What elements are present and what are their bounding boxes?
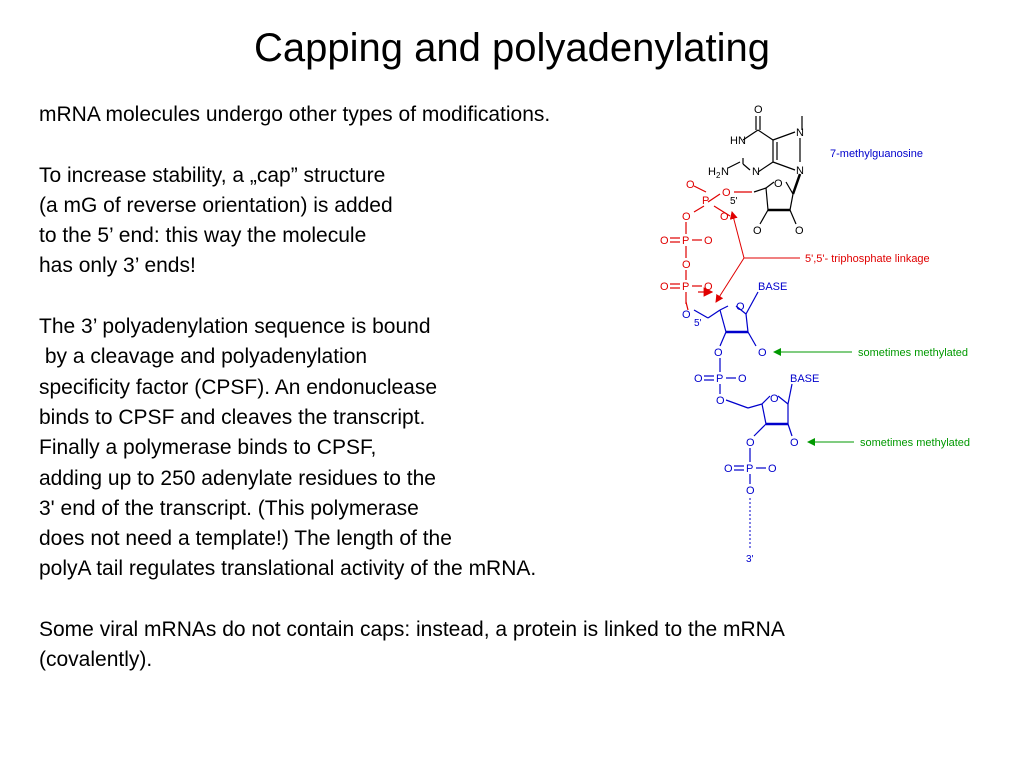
label-triphosphate-linkage: 5',5'- triphosphate linkage [805,253,930,265]
label-sometimes-methylated-2: sometimes methylated [860,437,970,449]
atom-label: O [660,281,669,293]
atom-label: O [714,347,723,359]
paragraph-gap [39,585,979,615]
atom-label: O [746,485,755,497]
five-prime-label: 5' [730,196,738,207]
red-to-blue-bond [685,301,689,311]
glycosidic-bond [791,173,802,195]
atom-label: O [716,395,725,407]
atom-label: O [720,211,729,223]
text-line: mRNA molecules undergo other types of mo… [39,103,551,126]
atom-label: P [702,195,709,207]
atom-label: O [768,463,777,475]
atom-label: O [682,259,691,271]
base-label: BASE [758,281,787,293]
atom-label: O [753,225,762,237]
atom-label: O [795,225,804,237]
five-prime-label: 5' [694,318,702,329]
linkage-pointer [715,211,800,303]
triphosphate-bridge [670,185,752,304]
text-line: has only 3’ ends! [39,254,196,278]
atom-label: P [682,235,689,247]
atom-label: N [752,166,760,178]
paragraph-intro: mRNA molecules undergo other types of mo… [39,100,979,130]
atom-label: O [774,178,783,190]
red-bond-to-o [713,205,731,217]
atom-label: O [694,373,703,385]
text-line: specificity factor (CPSF). An endonuclea… [39,375,438,399]
atom-label: O [682,211,691,223]
atom-label: O [758,347,767,359]
atom-label: O [790,437,799,449]
atom-label: P [716,373,723,385]
paragraph-polyadenylation: The 3’ polyadenylation sequence is bound… [39,312,979,585]
paragraph-viral: Some viral mRNAs do not contain caps: in… [39,615,979,676]
text-line: The 3’ polyadenylation sequence is bound [39,315,431,339]
paragraph-capping: To increase stability, a „cap” structure… [39,161,979,282]
text-line: 3' end of the transcript. (This polymera… [39,496,419,520]
atom-label: P [746,463,753,475]
atom-label: N [796,127,804,139]
nucleotide-1 [693,291,759,347]
atom-label: HN [730,135,746,147]
atom-label: N [796,165,804,177]
atom-label: N [721,166,729,178]
atom-label: O [736,301,745,313]
text-line: Finally a polymerase binds to CPSF, [39,436,377,460]
slide-body: mRNA molecules undergo other types of mo… [39,100,979,676]
atom-label: O [686,179,695,191]
atom-label: O [770,393,779,405]
text-line: binds to CPSF and cleaves the transcript… [39,405,426,429]
phosphate-3 [734,448,766,484]
text-line: does not need a template!) The length of… [39,527,452,551]
atom-label: 2 [716,171,721,180]
atom-label: H [708,166,716,178]
atom-label: O [724,463,733,475]
atom-label: O [746,437,755,449]
mrna-cap-structure-diagram: O N N HN N H 2 N 7-methylguanosine O O O… [660,104,970,565]
atom-label: P [682,281,689,293]
atom-label: O [660,235,669,247]
nucleotide-2 [747,383,793,437]
text-line: by a cleavage and polyadenylation [39,345,368,369]
atom-label: O [704,281,713,293]
cap-sugar-ring [753,181,797,225]
text-line: adding up to 250 adenylate residues to t… [39,466,436,490]
guanine-ring [727,116,803,173]
three-prime-label: 3' [746,554,754,565]
text-line: Some viral mRNAs do not contain caps: in… [39,618,785,642]
text-line: polyA tail regulates translational activ… [39,557,537,581]
atom-label: O [722,187,731,199]
atom-label: O [682,309,691,321]
atom-label: O [738,373,747,385]
base-label: BASE [790,373,819,385]
slide-title: Capping and polyadenylating [254,26,770,70]
text-line: to the 5’ end: this way the molecule [39,224,367,248]
label-7-methylguanosine: 7-methylguanosine [830,148,923,160]
label-sometimes-methylated-1: sometimes methylated [858,347,968,359]
text-line: To increase stability, a „cap” structure [39,163,386,187]
phosphate-2 [704,358,749,409]
text-line: (a mG of reverse orientation) is added [39,193,393,217]
atom-label: O [754,104,763,116]
atom-label: O [704,235,713,247]
text-line: (covalently). [39,648,153,672]
